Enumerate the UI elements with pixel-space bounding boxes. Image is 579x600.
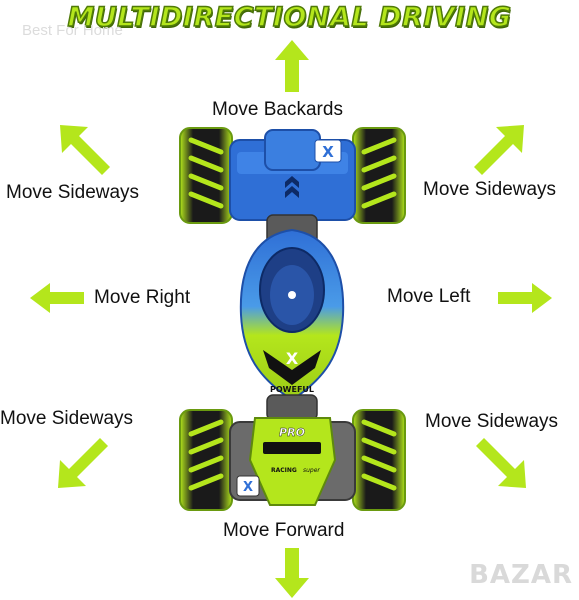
stunt-car-illustration: X X POWEFUL PRO RACING super X [179,127,406,511]
arrow-left-icon [30,283,84,313]
front-decal-x: X [286,349,299,368]
super-text: super [303,467,320,474]
model-text: PRO [279,426,305,439]
rear-badge: X [322,143,334,161]
arrow-up-right-icon [474,125,524,175]
label-lower-left-sideways: Move Sideways [0,408,134,429]
label-lower-right-sideways: Move Sideways [425,411,559,432]
arrow-right-icon [498,283,552,313]
label-move-backwards: Move Backards [212,99,343,120]
racing-text: RACING [271,467,297,474]
arrow-down-left-icon [58,438,108,488]
label-upper-right-sideways: Move Sideways [423,179,557,200]
brand-watermark: BAZAR [469,560,573,590]
arrow-down-icon [275,548,309,598]
label-move-left: Move Left [387,286,471,307]
rear-right-wheel [352,127,406,224]
arrow-up-left-icon [60,125,110,175]
label-move-forward: Move Forward [223,520,345,541]
side-text: POWEFUL [270,385,314,394]
label-upper-left-sideways: Move Sideways [6,182,140,203]
front-badge: X [243,480,253,495]
arrow-up-icon [275,40,309,92]
arrow-down-right-icon [476,438,526,488]
page-title: MULTIDIRECTIONAL DRIVING [67,1,512,34]
label-move-right: Move Right [94,287,191,308]
front-left-wheel [179,409,233,511]
front-right-wheel [352,409,406,511]
rear-left-wheel [179,127,233,224]
watermark-text: Best For Home [22,22,123,39]
